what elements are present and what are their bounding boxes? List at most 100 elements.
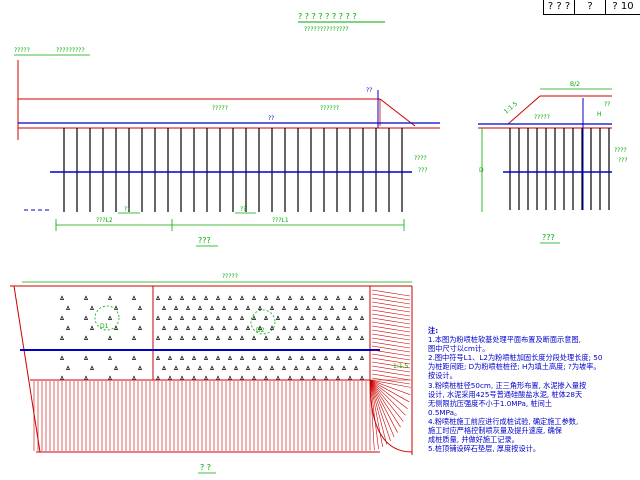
- pile-marker: [89, 305, 95, 310]
- pile-marker: [275, 375, 281, 380]
- pile-marker: [191, 295, 197, 300]
- pile-marker: [197, 305, 203, 310]
- pile-group-circle-right: [250, 309, 276, 335]
- pile-marker: [185, 325, 191, 330]
- pile-marker: [113, 325, 119, 330]
- note-line: 无侧限抗压强度不小于1.0MPa, 桩间土: [428, 398, 553, 408]
- hatch-line: [371, 345, 411, 353]
- pile-marker: [179, 295, 185, 300]
- pile-marker: [269, 365, 275, 370]
- hatch-line: [371, 317, 411, 325]
- elevation-top-left-label-2: ?????????: [56, 47, 85, 54]
- pile-marker: [311, 375, 317, 380]
- pile-marker: [197, 365, 203, 370]
- pile-marker: [299, 315, 305, 320]
- pile-marker: [239, 335, 245, 340]
- pile-marker: [275, 355, 281, 360]
- pile-marker: [65, 325, 71, 330]
- hatch-line: [371, 297, 411, 305]
- pile-marker: [59, 315, 65, 320]
- note-line: 为桩距间距; D为粉喷桩桩径; H为填土高度; ?为坡率。: [428, 362, 601, 372]
- pile-marker: [209, 305, 215, 310]
- pile-marker: [191, 375, 197, 380]
- pile-marker: [251, 355, 257, 360]
- pile-marker: [167, 315, 173, 320]
- elevation-top-right-label: ??: [366, 87, 372, 94]
- elevation-piles: [63, 128, 403, 212]
- pile-marker: [359, 295, 365, 300]
- pile-marker: [227, 335, 233, 340]
- note-line: 图中尺寸以cm计。: [428, 344, 490, 354]
- pile-marker: [203, 355, 209, 360]
- pile-marker: [311, 355, 317, 360]
- pile-marker: [287, 375, 293, 380]
- pile-marker: [359, 335, 365, 340]
- pile-marker: [311, 295, 317, 300]
- pile-marker: [107, 295, 113, 300]
- pile-marker: [269, 305, 275, 310]
- pile-marker: [191, 315, 197, 320]
- pile-marker: [287, 355, 293, 360]
- pile-marker: [167, 375, 173, 380]
- pile-marker: [161, 325, 167, 330]
- plan-slope-hatch: [371, 289, 411, 385]
- pile-marker: [179, 315, 185, 320]
- section-slope-label: 1:1.5: [503, 100, 519, 115]
- plan-outer-left: [13, 285, 41, 453]
- pile-marker: [281, 325, 287, 330]
- pile-marker: [329, 365, 335, 370]
- pile-marker: [257, 305, 263, 310]
- pile-marker: [317, 305, 323, 310]
- hatch-line: [369, 379, 384, 448]
- hatch-line: [371, 309, 411, 317]
- pile-marker: [347, 295, 353, 300]
- pile-group-label-right: D2: [256, 327, 265, 334]
- pile-marker: [179, 375, 185, 380]
- pile-marker: [185, 365, 191, 370]
- pile-group-circle-left: [94, 305, 120, 331]
- pile-marker: [353, 305, 359, 310]
- pile-marker: [281, 365, 287, 370]
- pile-marker: [353, 365, 359, 370]
- pile-marker: [359, 355, 365, 360]
- pile-marker: [347, 355, 353, 360]
- pile-marker: [155, 295, 161, 300]
- pile-marker: [263, 295, 269, 300]
- pile-marker: [113, 365, 119, 370]
- section-view: B/2 1:1.5 ????? D H ?? ???? ??? ???: [478, 81, 628, 244]
- note-line: 1.本图为粉喷桩软基处理平面布置及断面示意图,: [428, 335, 581, 345]
- pile-marker: [179, 355, 185, 360]
- hatch-line: [371, 321, 411, 329]
- section-right-label-1: ??: [604, 101, 610, 108]
- elevation-caption: ???: [198, 236, 211, 245]
- pile-marker: [287, 335, 293, 340]
- pile-marker: [323, 355, 329, 360]
- section-right-label-3: ???: [618, 157, 628, 164]
- plan-corner-arc: [369, 379, 413, 453]
- pile-marker: [245, 325, 251, 330]
- pile-marker: [305, 325, 311, 330]
- pile-marker: [131, 315, 137, 320]
- pile-marker: [179, 335, 185, 340]
- pile-marker: [215, 295, 221, 300]
- hatch-line: [371, 373, 411, 381]
- pile-marker: [107, 355, 113, 360]
- pile-marker: [167, 355, 173, 360]
- embankment-slope-line: [379, 98, 416, 127]
- pile-marker: [137, 365, 143, 370]
- pile-marker: [209, 325, 215, 330]
- pile-marker: [299, 375, 305, 380]
- hatch-line: [371, 357, 411, 365]
- pile-marker: [293, 365, 299, 370]
- pile-marker: [107, 375, 113, 380]
- pile-marker: [275, 335, 281, 340]
- pile-marker: [137, 325, 143, 330]
- pile-marker: [191, 335, 197, 340]
- plan-bottom-hatch: [33, 379, 412, 451]
- hatch-line: [371, 325, 411, 333]
- pile-marker: [233, 305, 239, 310]
- notes-lines: 1.本图为粉喷桩软基处理平面布置及断面示意图, 图中尺寸以cm计。2.图中符号L…: [428, 335, 640, 453]
- pile-marker: [257, 325, 263, 330]
- pile-marker: [335, 335, 341, 340]
